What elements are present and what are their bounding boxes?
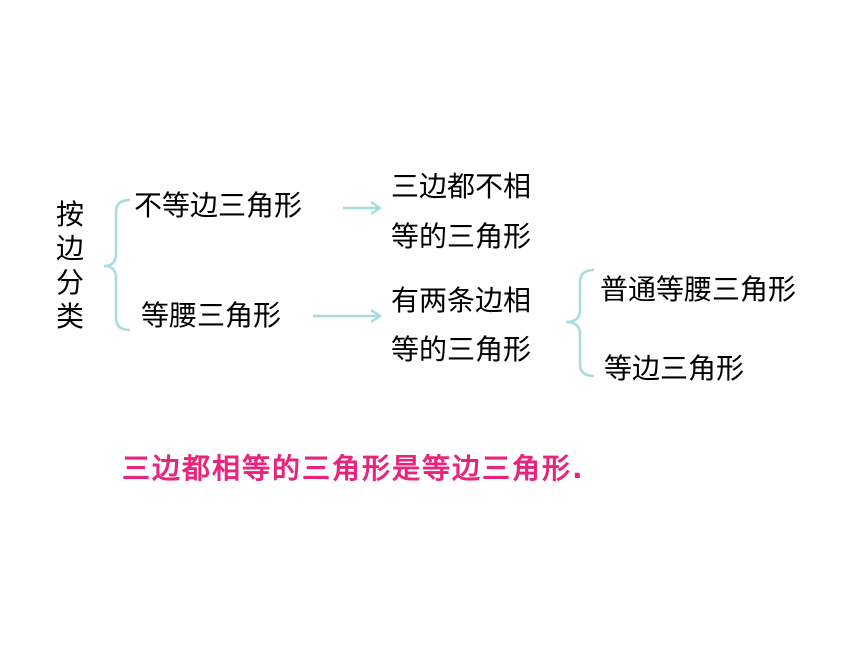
subtype-brace xyxy=(565,268,595,378)
root-label: 按边分类 xyxy=(55,198,84,333)
note-text: 三边都相等的三角形是等边三角形. xyxy=(122,452,585,485)
scalene-definition-line2: 等的三角形 xyxy=(391,220,532,253)
branch-isosceles-label: 等腰三角形 xyxy=(141,299,282,332)
isosceles-definition-line2: 等的三角形 xyxy=(391,333,532,366)
arrow-head-isosceles xyxy=(370,308,383,324)
subtype-equilateral: 等边三角形 xyxy=(604,352,745,385)
arrow-head-scalene xyxy=(370,200,383,216)
root-brace xyxy=(103,198,131,332)
scalene-definition-line1: 三边都不相 xyxy=(391,170,532,203)
isosceles-definition-line1: 有两条边相 xyxy=(391,284,532,317)
branch-scalene-label: 不等边三角形 xyxy=(134,189,303,222)
subtype-ordinary-isosceles: 普通等腰三角形 xyxy=(600,273,797,306)
